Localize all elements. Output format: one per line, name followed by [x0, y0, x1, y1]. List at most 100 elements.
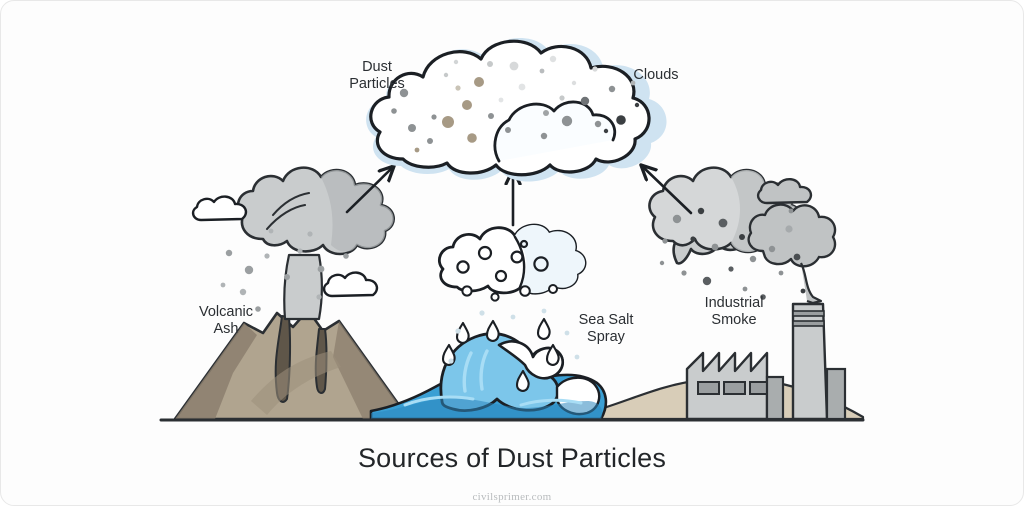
sea-droplet-7	[455, 328, 461, 334]
sea-droplet-0	[461, 285, 473, 297]
sea-bubble-1	[456, 260, 470, 274]
smoke-particle-2	[718, 218, 728, 228]
ash-particle-9	[316, 294, 322, 300]
dust-particle-15	[505, 127, 511, 133]
sea-droplet-3	[548, 284, 558, 294]
dust-particle-28	[414, 147, 420, 153]
dust-particle-32	[592, 66, 598, 72]
wave-trough-dark	[371, 397, 603, 419]
ash-particle-1	[244, 265, 254, 275]
dust-particle-24	[540, 132, 548, 140]
volcano-band-mid	[251, 351, 341, 415]
main-dust-cloud-inner-wisp	[493, 100, 617, 163]
factory-smoke-small-top	[756, 178, 813, 205]
factory-smoke-tail	[800, 262, 823, 305]
sea-spray-falling-droplets	[448, 284, 580, 364]
dust-particle-6	[474, 77, 484, 87]
ocean-group	[369, 223, 608, 421]
smoke-particle-10	[785, 225, 793, 233]
spray-droplet-4	[545, 343, 560, 366]
ash-particle-12	[307, 231, 313, 237]
wave-highlight-3	[403, 395, 475, 407]
dust-particle-25	[559, 95, 565, 101]
ash-particle-3	[264, 253, 270, 259]
sea-droplet-2	[519, 285, 531, 297]
sea-bubble-5	[519, 239, 529, 249]
volcano-shading-left	[175, 323, 257, 419]
smoke-particle-5	[739, 234, 745, 240]
smoke-particle-6	[662, 238, 668, 244]
volcanic-ash-swirl-2	[265, 203, 307, 231]
dust-particle-14	[561, 115, 573, 127]
sea-bubble-0	[477, 245, 493, 261]
main-dust-cloud-group	[366, 38, 667, 182]
smoke-particle-14	[681, 270, 687, 276]
spray-droplet-6	[515, 369, 530, 392]
factory-annex-right	[825, 367, 847, 421]
dust-particle-27	[453, 59, 459, 65]
dust-particle-21	[616, 115, 626, 125]
dust-particle-7	[455, 85, 461, 91]
factory-group	[648, 166, 847, 421]
sea-bubble-4	[494, 269, 508, 283]
smoke-particle-8	[728, 266, 734, 272]
volcanic-ash-swirl	[271, 191, 311, 217]
sea-spray-cloud-bubbles	[456, 239, 549, 283]
wave-highlight-4	[519, 398, 583, 407]
arrow-volcano-to-cloud	[345, 167, 393, 214]
smoke-particle-13	[702, 276, 712, 286]
wave-highlight-2	[479, 349, 489, 391]
smoke-particle-12	[778, 270, 784, 276]
smoke-particle-17	[800, 288, 806, 294]
dust-particle-29	[630, 80, 636, 86]
sea-droplet-1	[490, 292, 500, 302]
smoke-particle-0	[672, 214, 682, 224]
dust-particle-3	[431, 114, 437, 120]
factory-window-2	[723, 381, 746, 395]
dust-particle-5	[399, 88, 409, 98]
dust-particle-30	[571, 80, 577, 86]
factory-smoke-lower	[747, 203, 837, 268]
smoke-particle-9	[768, 245, 776, 253]
sea-droplet-9	[448, 358, 454, 364]
sea-droplet-4	[479, 310, 485, 316]
dust-particle-12	[549, 55, 557, 63]
dust-particle-19	[594, 120, 602, 128]
page-title: Sources of Dust Particles	[357, 443, 667, 473]
factory-window-1	[697, 381, 720, 395]
dust-particle-17	[427, 138, 433, 144]
small-cloud-volcano-left	[191, 195, 248, 222]
dust-particle-8	[488, 113, 494, 119]
dust-particle-11	[539, 68, 545, 74]
factory-annex-left	[765, 375, 785, 421]
volcano-shading-right	[333, 321, 409, 419]
spray-droplet-3	[536, 317, 551, 340]
smoke-particle-15	[742, 286, 748, 292]
dust-particle-10	[509, 61, 519, 71]
ash-particle-6	[284, 274, 290, 280]
smoke-particle-18	[659, 260, 665, 266]
dust-particle-22	[603, 128, 609, 134]
smoke-particle-4	[711, 243, 719, 251]
wave-highlight-1	[462, 351, 473, 393]
small-cloud-volcano-right	[322, 271, 379, 298]
sea-spray-cloud-divider	[513, 235, 526, 289]
arrows-group	[345, 166, 693, 227]
sea-droplet-6	[541, 308, 547, 314]
watermark-footer: civilsprimer.com	[472, 491, 552, 503]
ash-particle-13	[268, 228, 274, 234]
sea-droplet-5	[510, 314, 516, 320]
ash-particle-2	[239, 288, 247, 296]
smoke-particle-19	[788, 208, 794, 214]
sea-bubble-3	[533, 256, 549, 272]
volcanic-ash-plume-shadow	[321, 170, 394, 252]
ash-particle-7	[297, 248, 303, 254]
factory-smoke-particles	[659, 207, 806, 300]
smoke-particle-1	[697, 207, 705, 215]
sea-droplet-10	[574, 354, 580, 360]
dust-particle-18	[580, 96, 590, 106]
dust-particle-1	[408, 124, 416, 132]
arrow-factory-to-cloud	[642, 166, 693, 215]
dust-particle-0	[442, 116, 454, 128]
